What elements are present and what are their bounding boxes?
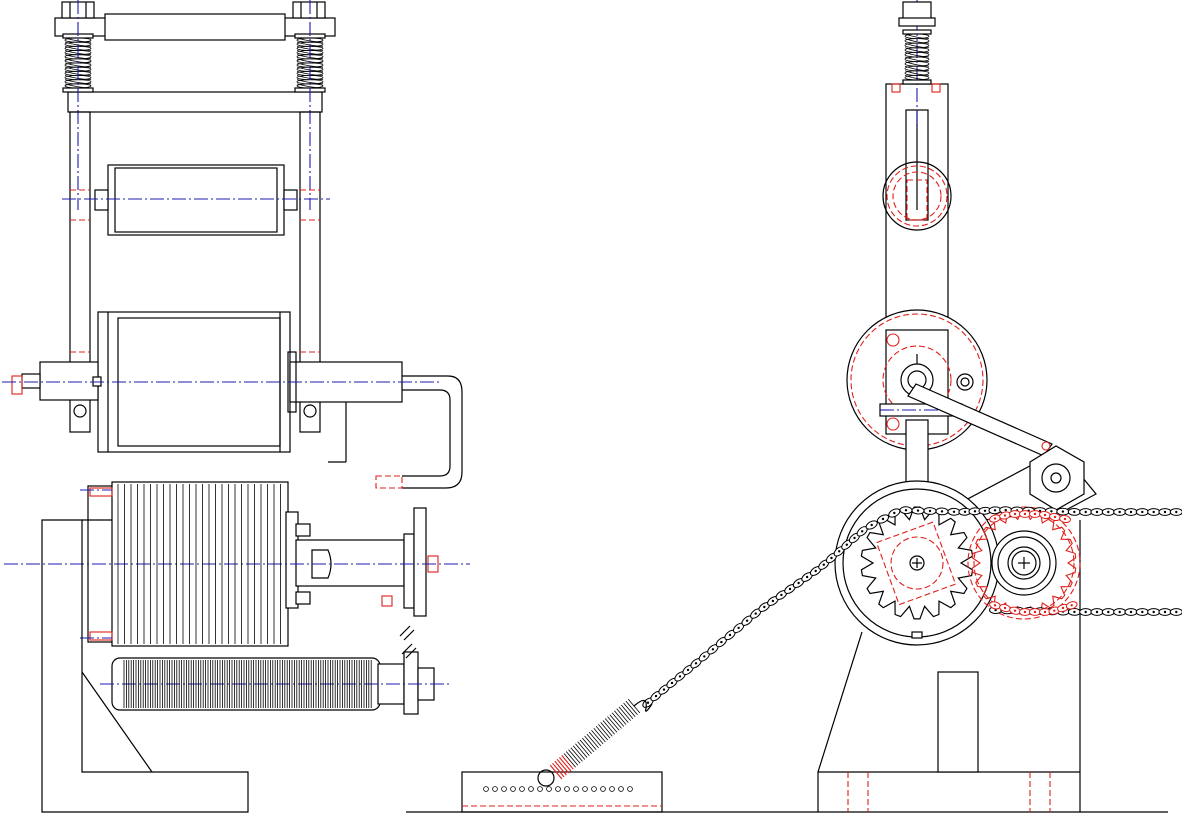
lower-spring-roller (100, 625, 450, 715)
bent-handle (328, 375, 463, 489)
spring-base-plate (461, 771, 663, 813)
base-frame (41, 519, 249, 813)
tension-spring (537, 698, 653, 787)
top-spring-right (294, 0, 326, 210)
side-view (406, 0, 1182, 813)
front-view (2, 0, 470, 813)
top-spring-left (62, 0, 94, 210)
post-top-spring (898, 1, 936, 85)
large-drum (2, 311, 440, 453)
upper-roller (62, 164, 330, 236)
top-crossbar (54, 1, 336, 113)
ribbed-roller (4, 481, 470, 647)
roller-chain (642, 506, 1182, 708)
